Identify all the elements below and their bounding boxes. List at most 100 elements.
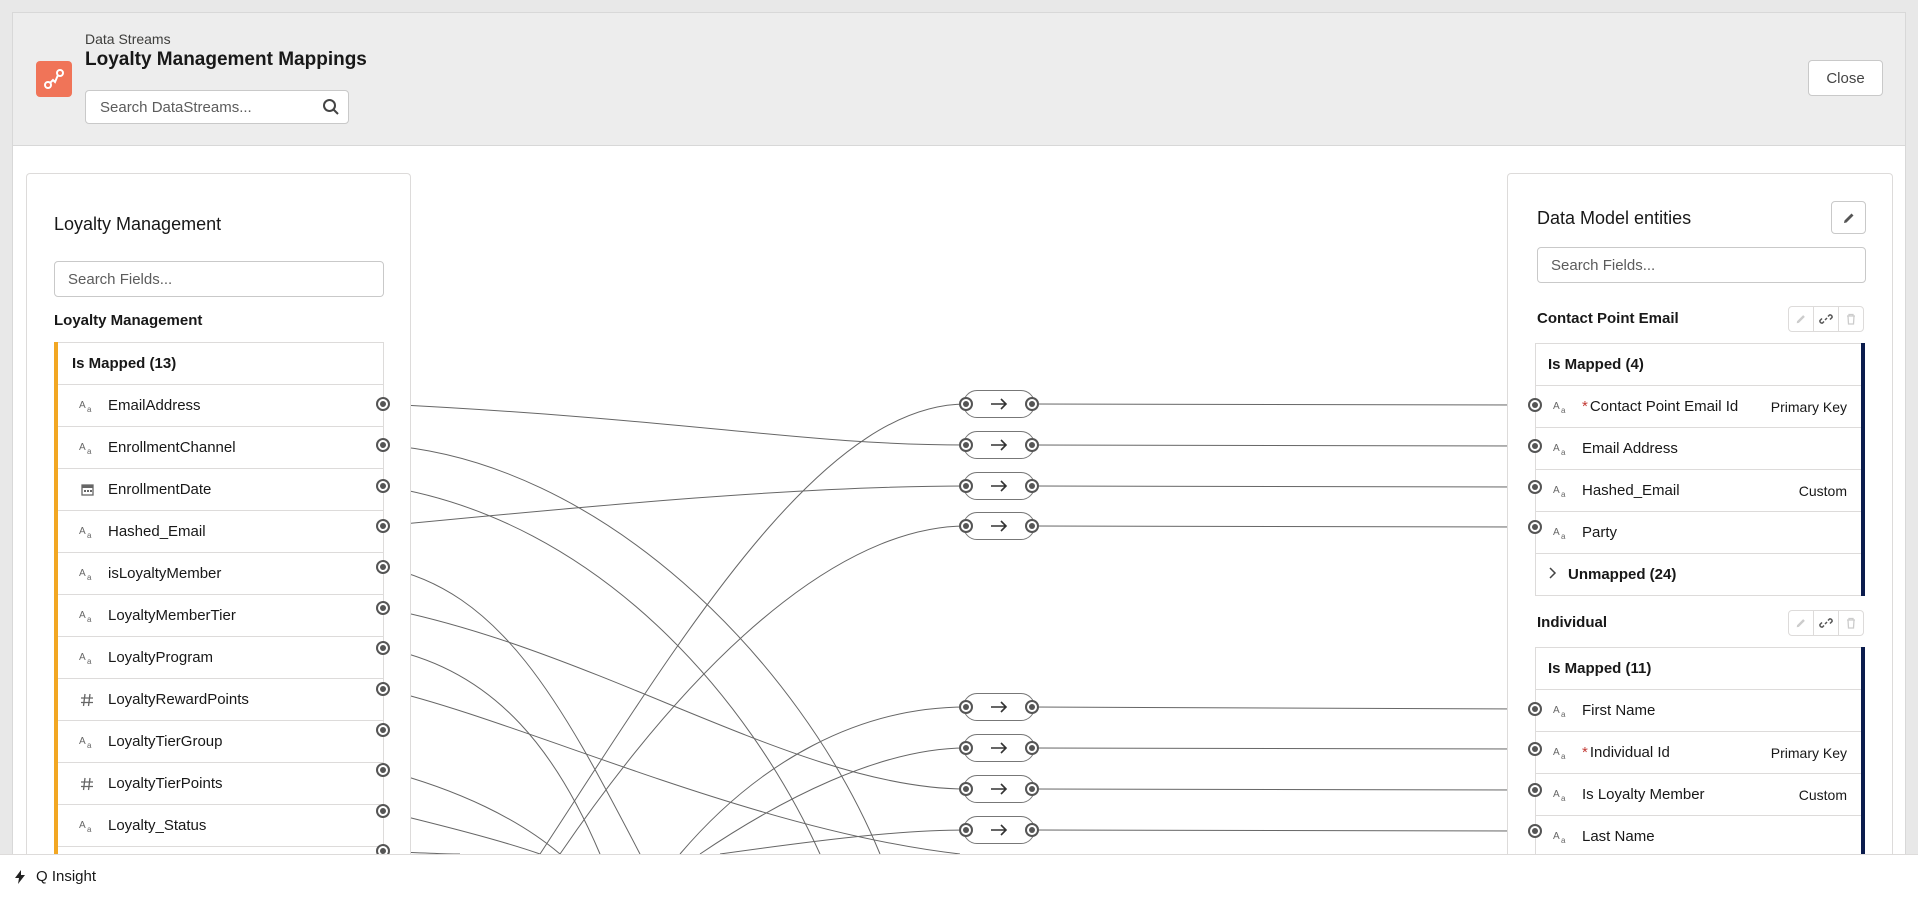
source-connector-dot[interactable] — [376, 438, 390, 452]
number-icon — [74, 693, 100, 707]
search-icon[interactable] — [322, 98, 340, 121]
unmapped-group[interactable]: Unmapped (24) — [1536, 554, 1861, 596]
source-field-row[interactable]: LoyaltyTierPoints — [58, 763, 384, 805]
breadcrumb[interactable]: Data Streams — [85, 31, 171, 47]
source-connector-dot[interactable] — [376, 723, 390, 737]
target-search-input[interactable] — [1537, 247, 1866, 283]
transform-input-dot[interactable] — [959, 438, 973, 452]
transform-node[interactable] — [963, 431, 1035, 459]
is-mapped-group[interactable]: Is Mapped (11) — [1536, 647, 1861, 690]
source-connector-dot[interactable] — [376, 560, 390, 574]
source-connector-dot[interactable] — [376, 682, 390, 696]
field-label: isLoyaltyMember — [108, 565, 222, 582]
transform-node[interactable] — [963, 390, 1035, 418]
field-label-wrap: *Contact Point Email Id — [1582, 398, 1738, 415]
target-connector-dot[interactable] — [1528, 702, 1542, 716]
data-stream-icon — [36, 61, 72, 97]
transform-node[interactable] — [963, 775, 1035, 803]
delete-entity-button[interactable] — [1839, 307, 1863, 331]
source-connector-dot[interactable] — [376, 397, 390, 411]
utility-bar: Q Insight — [0, 854, 1918, 898]
target-connector-dot[interactable] — [1528, 398, 1542, 412]
svg-text:a: a — [87, 657, 92, 665]
source-search-input[interactable] — [54, 261, 384, 297]
edit-entities-button[interactable] — [1831, 201, 1866, 234]
is-mapped-group[interactable]: Is Mapped (4) — [1536, 343, 1861, 386]
search-datastreams-input[interactable] — [85, 90, 349, 124]
source-connector-dot[interactable] — [376, 601, 390, 615]
transform-node[interactable] — [963, 816, 1035, 844]
field-label: LoyaltyRewardPoints — [108, 691, 249, 708]
source-connector-dot[interactable] — [376, 804, 390, 818]
transform-input-dot[interactable] — [959, 700, 973, 714]
transform-output-dot[interactable] — [1025, 741, 1039, 755]
transform-output-dot[interactable] — [1025, 479, 1039, 493]
svg-text:A: A — [79, 400, 86, 411]
field-label-wrap: Email Address — [1582, 440, 1678, 457]
edit-entity-button[interactable] — [1789, 611, 1814, 635]
source-field-row[interactable]: LoyaltyRewardPoints — [58, 679, 384, 721]
transform-input-dot[interactable] — [959, 397, 973, 411]
link-entity-button[interactable] — [1814, 611, 1839, 635]
svg-text:a: a — [1561, 448, 1566, 456]
transform-input-dot[interactable] — [959, 519, 973, 533]
transform-output-dot[interactable] — [1025, 438, 1039, 452]
field-label: Is Loyalty Member — [1582, 786, 1705, 803]
target-connector-dot[interactable] — [1528, 783, 1542, 797]
transform-input-dot[interactable] — [959, 741, 973, 755]
transform-output-dot[interactable] — [1025, 397, 1039, 411]
target-connector-dot[interactable] — [1528, 824, 1542, 838]
target-connector-dot[interactable] — [1528, 520, 1542, 534]
transform-output-dot[interactable] — [1025, 823, 1039, 837]
is-mapped-group[interactable]: Is Mapped (13) — [58, 342, 384, 385]
source-connector-dot[interactable] — [376, 479, 390, 493]
chevron-right-icon[interactable] — [1548, 566, 1558, 583]
source-connector-dot[interactable] — [376, 519, 390, 533]
transform-node[interactable] — [963, 693, 1035, 721]
field-label: EnrollmentChannel — [108, 439, 236, 456]
field-label-wrap: Last Name — [1582, 828, 1655, 845]
target-connector-dot[interactable] — [1528, 742, 1542, 756]
source-connector-dot[interactable] — [376, 641, 390, 655]
close-button[interactable]: Close — [1808, 60, 1883, 96]
transform-node[interactable] — [963, 512, 1035, 540]
link-entity-button[interactable] — [1814, 307, 1839, 331]
source-field-row[interactable]: EnrollmentDate — [58, 469, 384, 511]
entity-actions — [1788, 610, 1864, 636]
svg-text:A: A — [1553, 401, 1560, 412]
transform-output-dot[interactable] — [1025, 700, 1039, 714]
target-connector-dot[interactable] — [1528, 439, 1542, 453]
svg-text:a: a — [1561, 836, 1566, 844]
source-connector-dot[interactable] — [376, 763, 390, 777]
transform-input-dot[interactable] — [959, 782, 973, 796]
delete-entity-button[interactable] — [1839, 611, 1863, 635]
transform-node[interactable] — [963, 472, 1035, 500]
utility-item-label[interactable]: Q Insight — [36, 868, 97, 885]
target-connector-dot[interactable] — [1528, 480, 1542, 494]
field-label: EmailAddress — [108, 397, 201, 414]
edit-entity-button[interactable] — [1789, 307, 1814, 331]
group-label: Is Mapped (11) — [1548, 660, 1652, 677]
transform-output-dot[interactable] — [1025, 782, 1039, 796]
svg-text:a: a — [1561, 490, 1566, 498]
transform-input-dot[interactable] — [959, 823, 973, 837]
transform-input-dot[interactable] — [959, 479, 973, 493]
transform-output-dot[interactable] — [1025, 519, 1039, 533]
